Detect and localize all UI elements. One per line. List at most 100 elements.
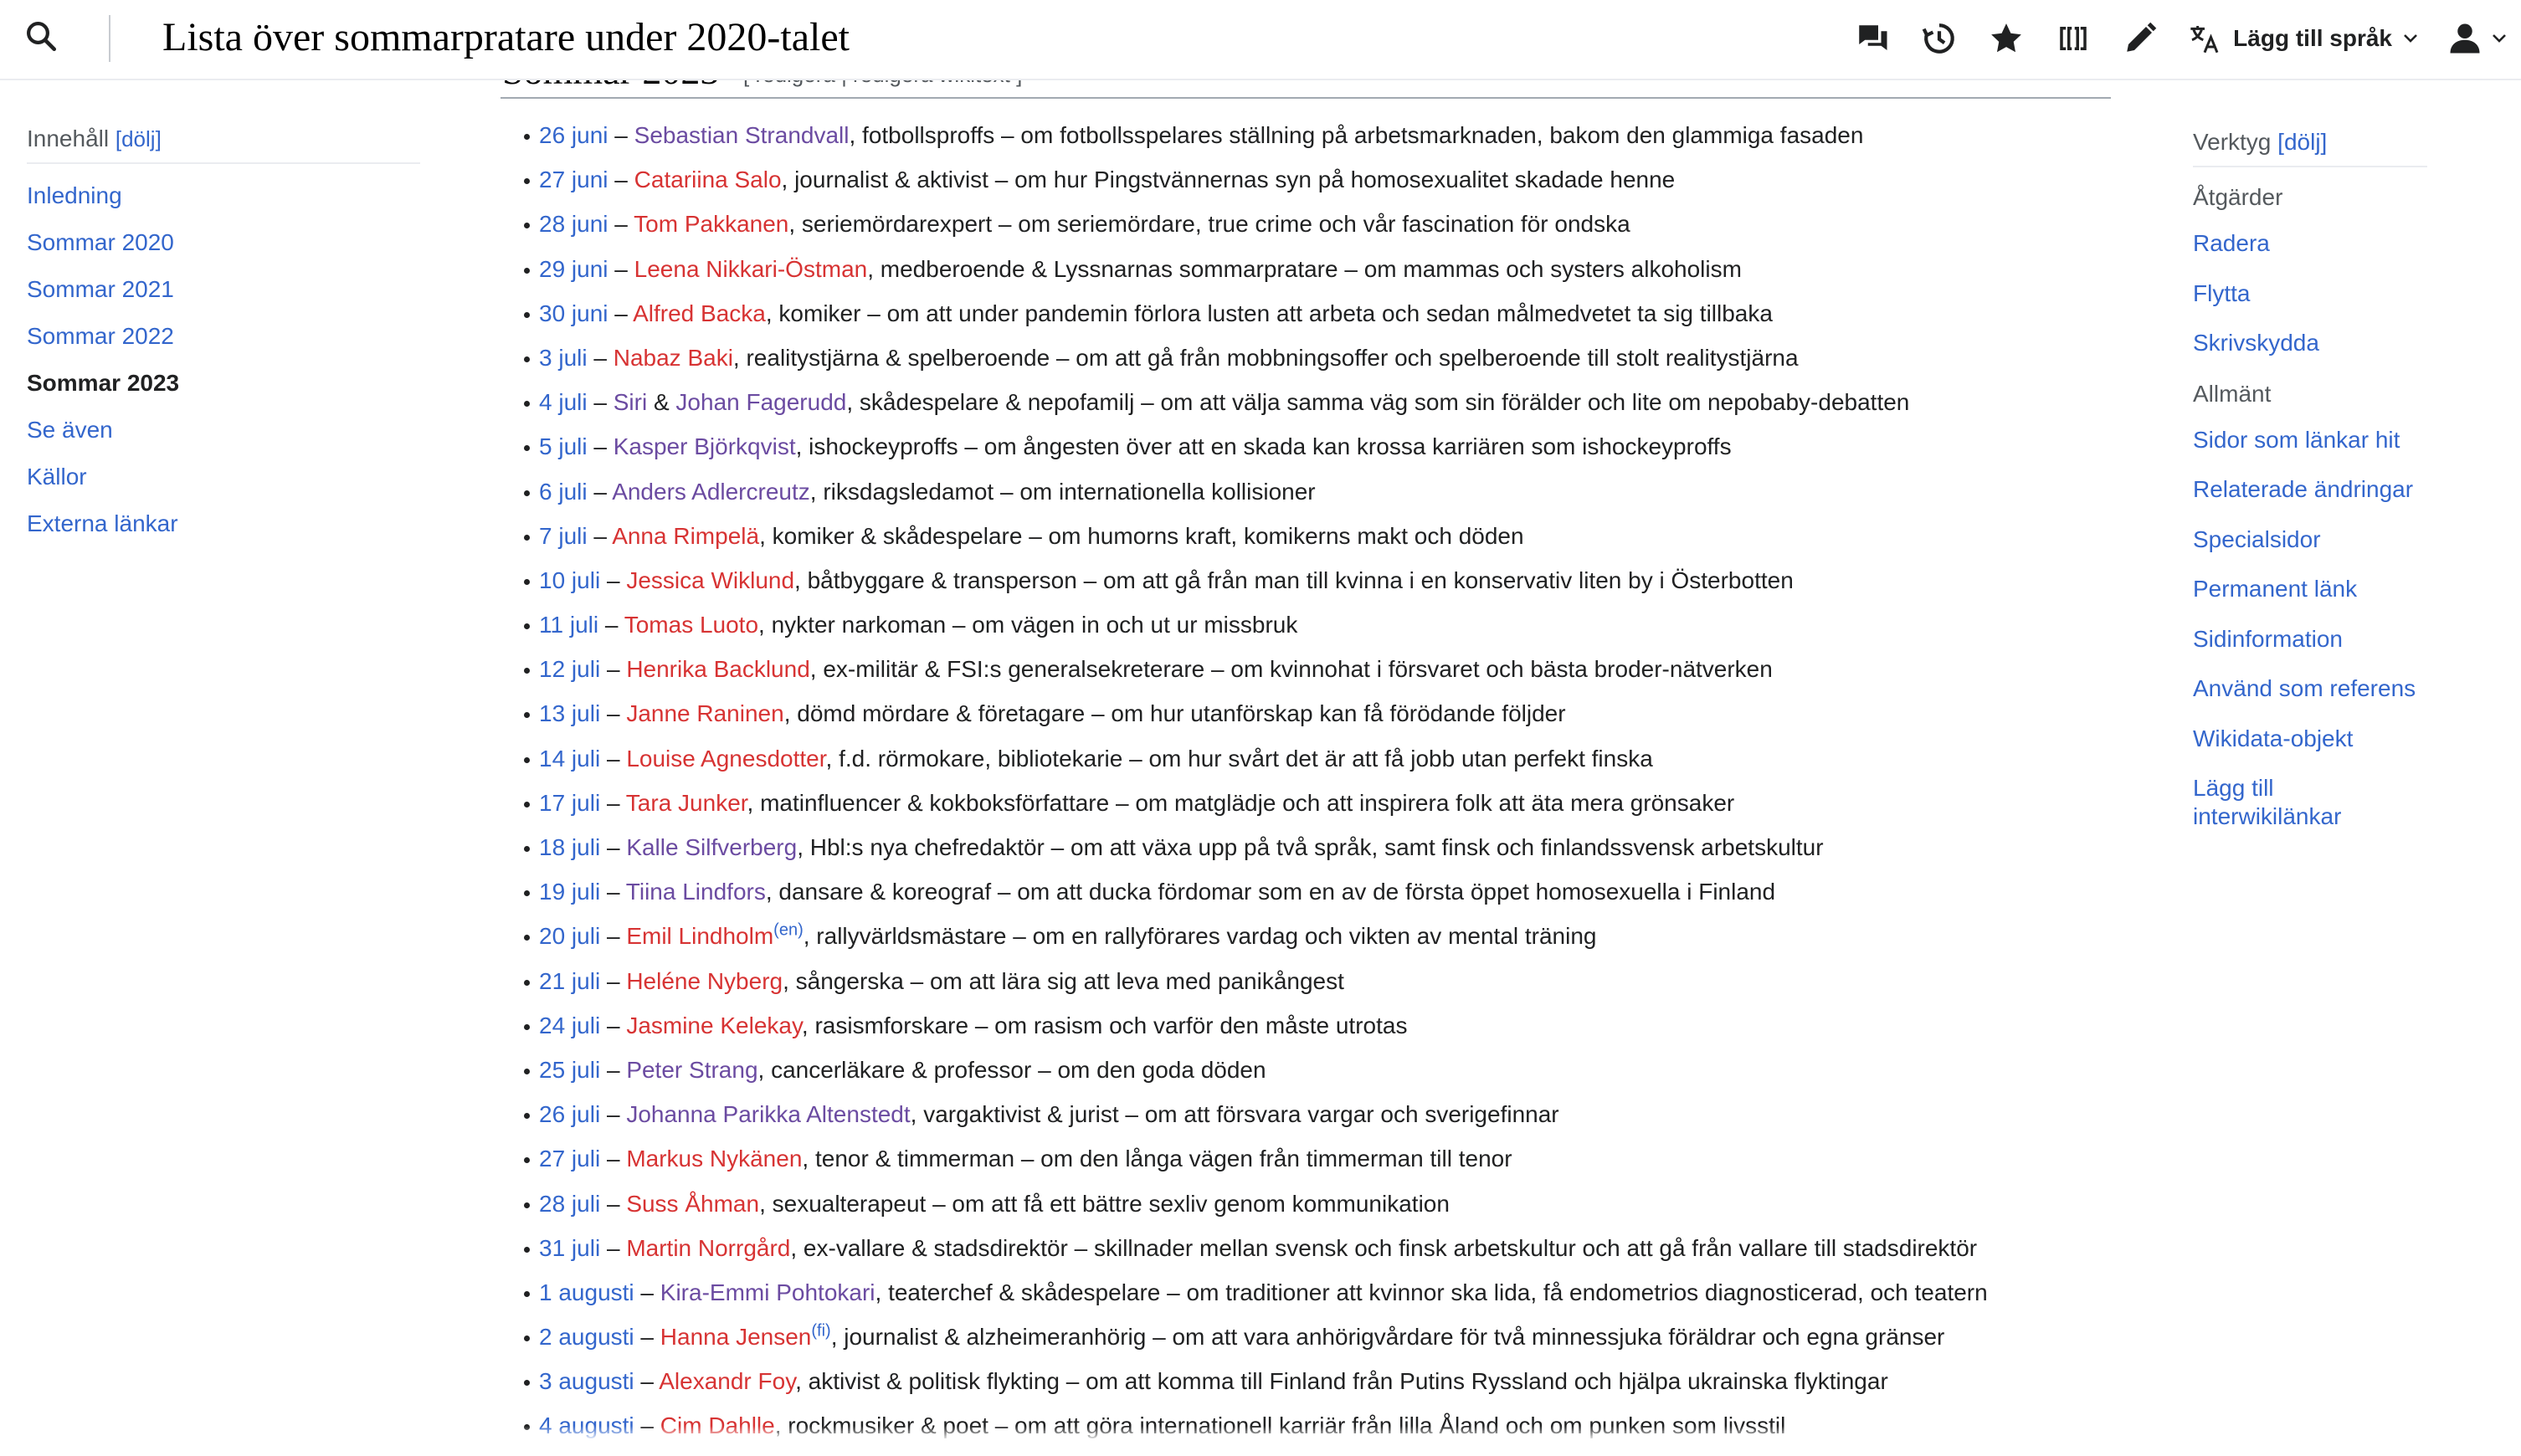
person-link[interactable]: Henrika Backlund xyxy=(626,656,810,683)
date-link[interactable]: 17 juli xyxy=(539,789,601,816)
person-link[interactable]: Tara Junker xyxy=(625,789,747,816)
person-link[interactable]: Nabaz Baki xyxy=(613,344,733,371)
date-link[interactable]: 27 juni xyxy=(539,167,608,193)
person-link[interactable]: Jessica Wiklund xyxy=(626,567,795,593)
toc-item-sommar-2021[interactable]: Sommar 2021 xyxy=(27,276,174,302)
person-link[interactable]: Kalle Silfverberg xyxy=(626,834,798,860)
person-link[interactable]: Kira-Emmi Pohtokari xyxy=(660,1279,875,1305)
date-link[interactable]: 25 juli xyxy=(539,1056,601,1083)
tool-add-interwiki-link[interactable]: Lägg till interwikilänkar xyxy=(2193,775,2342,829)
history-button[interactable] xyxy=(1913,12,1965,65)
date-link[interactable]: 1 augusti xyxy=(539,1279,634,1305)
date-link[interactable]: 24 juli xyxy=(539,1012,601,1038)
chevron-down-icon xyxy=(2493,34,2506,43)
date-link[interactable]: 19 juli xyxy=(539,879,601,905)
list-item: 29 juni – Leena Nikkari-Östman, medberoe… xyxy=(501,254,2111,299)
page-title: Lista över sommarpratare under 2020-tale… xyxy=(162,15,850,59)
person-link[interactable]: Sebastian Strandvall xyxy=(634,122,850,148)
toc-item-externa-lankar[interactable]: Externa länkar xyxy=(27,510,178,536)
tool-whatlinkshere-link[interactable]: Sidor som länkar hit xyxy=(2193,426,2400,453)
person-link[interactable]: Heléne Nyberg xyxy=(626,967,783,994)
date-link[interactable]: 2 augusti xyxy=(539,1324,634,1351)
entry-description: , skådespelare & nepofamilj – om att väl… xyxy=(846,389,1910,416)
interlanguage-link[interactable]: (fi) xyxy=(811,1321,831,1341)
date-link[interactable]: 30 juni xyxy=(539,300,608,326)
person-link[interactable]: Tomas Luoto xyxy=(624,612,759,638)
watch-button[interactable] xyxy=(1980,12,2032,65)
person-link[interactable]: Markus Nykänen xyxy=(626,1146,803,1172)
list-item: 20 juli – Emil Lindholm(en), rallyvärlds… xyxy=(501,921,2111,966)
edit-button[interactable] xyxy=(2114,12,2166,65)
person-link[interactable]: Suss Åhman xyxy=(626,1190,760,1217)
person-link[interactable]: Jasmine Kelekay xyxy=(626,1012,802,1038)
toc-item-sommar-2020[interactable]: Sommar 2020 xyxy=(27,229,174,255)
wikitext-button[interactable] xyxy=(2047,12,2099,65)
person-link[interactable]: Anders Adlercreutz xyxy=(612,478,810,505)
person-link[interactable]: Catariina Salo xyxy=(634,167,782,193)
person-link[interactable]: Alfred Backa xyxy=(633,300,766,326)
language-button[interactable]: Lägg till språk xyxy=(2188,12,2421,65)
date-link[interactable]: 28 juni xyxy=(539,211,608,238)
tools-hide-toggle[interactable]: [dölj] xyxy=(2277,129,2328,155)
tool-delete-link[interactable]: Radera xyxy=(2193,230,2270,256)
tool-move-link[interactable]: Flytta xyxy=(2193,279,2251,306)
date-link[interactable]: 3 juli xyxy=(539,344,588,371)
toc-item-se-aven[interactable]: Se även xyxy=(27,417,113,443)
date-link[interactable]: 13 juli xyxy=(539,700,601,727)
person-link[interactable]: Peter Strang xyxy=(626,1056,758,1083)
date-link[interactable]: 29 juni xyxy=(539,255,608,282)
toc-item-sommar-2022[interactable]: Sommar 2022 xyxy=(27,323,174,349)
person-link[interactable]: Hanna Jensen xyxy=(660,1324,812,1351)
tool-page-info-link[interactable]: Sidinformation xyxy=(2193,625,2343,652)
list-item: 12 juli – Henrika Backlund, ex-militär &… xyxy=(501,654,2111,699)
person-link[interactable]: Martin Norrgård xyxy=(626,1234,791,1261)
interlanguage-link[interactable]: (en) xyxy=(773,921,804,941)
date-link[interactable]: 21 juli xyxy=(539,967,601,994)
tool-related-changes-link[interactable]: Relaterade ändringar xyxy=(2193,476,2414,502)
person-link[interactable]: Johanna Parikka Altenstedt xyxy=(626,1101,911,1128)
date-link[interactable]: 31 juli xyxy=(539,1234,601,1261)
tool-cite-link[interactable]: Använd som referens xyxy=(2193,675,2416,701)
date-link[interactable]: 12 juli xyxy=(539,656,601,683)
date-link[interactable]: 10 juli xyxy=(539,567,601,593)
person-link[interactable]: Anna Rimpelä xyxy=(612,522,760,549)
tool-wikidata-link[interactable]: Wikidata-objekt xyxy=(2193,725,2354,751)
person-link[interactable]: Tom Pakkanen xyxy=(634,211,789,238)
entry-description: , komiker & skådespelare – om humorns kr… xyxy=(759,522,1524,549)
toc-item-sommar-2023[interactable]: Sommar 2023 xyxy=(27,370,180,396)
tool-special-pages-link[interactable]: Specialsidor xyxy=(2193,525,2321,552)
tools-heading: Verktyg [dölj] xyxy=(2193,126,2427,167)
date-link[interactable]: 4 juli xyxy=(539,389,588,416)
date-link[interactable]: 27 juli xyxy=(539,1146,601,1172)
date-link[interactable]: 11 juli xyxy=(539,612,599,638)
tool-permanent-link[interactable]: Permanent länk xyxy=(2193,576,2358,602)
toc-hide-toggle[interactable]: [dölj] xyxy=(115,126,162,151)
person-link[interactable]: Siri xyxy=(613,389,648,416)
person-link[interactable]: Alexandr Foy xyxy=(659,1368,796,1395)
person-link[interactable]: Kasper Björkqvist xyxy=(613,433,796,460)
tool-protect-link[interactable]: Skrivskydda xyxy=(2193,330,2319,356)
person-link[interactable]: Louise Agnesdotter xyxy=(626,745,826,772)
toc-item-inledning[interactable]: Inledning xyxy=(27,182,122,208)
date-link[interactable]: 7 juli xyxy=(539,522,588,549)
toc-item-kallor[interactable]: Källor xyxy=(27,464,87,490)
list-item: 28 juni – Tom Pakkanen, seriemördarexper… xyxy=(501,209,2111,254)
date-link[interactable]: 3 augusti xyxy=(539,1368,634,1395)
date-link[interactable]: 18 juli xyxy=(539,834,601,860)
date-link[interactable]: 26 juni xyxy=(539,122,608,148)
person-link[interactable]: Emil Lindholm xyxy=(626,923,774,950)
person-link[interactable]: Leena Nikkari-Östman xyxy=(634,255,868,282)
talk-button[interactable] xyxy=(1846,12,1898,65)
date-link[interactable]: 28 juli xyxy=(539,1190,601,1217)
search-button[interactable] xyxy=(23,18,65,60)
user-menu-button[interactable] xyxy=(2447,21,2509,56)
entry-description: , ex-militär & FSI:s generalsekreterare … xyxy=(809,656,1773,683)
date-link[interactable]: 20 juli xyxy=(539,923,601,950)
date-link[interactable]: 14 juli xyxy=(539,745,601,772)
date-link[interactable]: 6 juli xyxy=(539,478,588,505)
person-link[interactable]: Johan Fagerudd xyxy=(675,389,847,416)
date-link[interactable]: 26 juli xyxy=(539,1101,601,1128)
person-link[interactable]: Tiina Lindfors xyxy=(625,879,766,905)
person-link[interactable]: Janne Raninen xyxy=(626,700,784,727)
date-link[interactable]: 5 juli xyxy=(539,433,588,460)
